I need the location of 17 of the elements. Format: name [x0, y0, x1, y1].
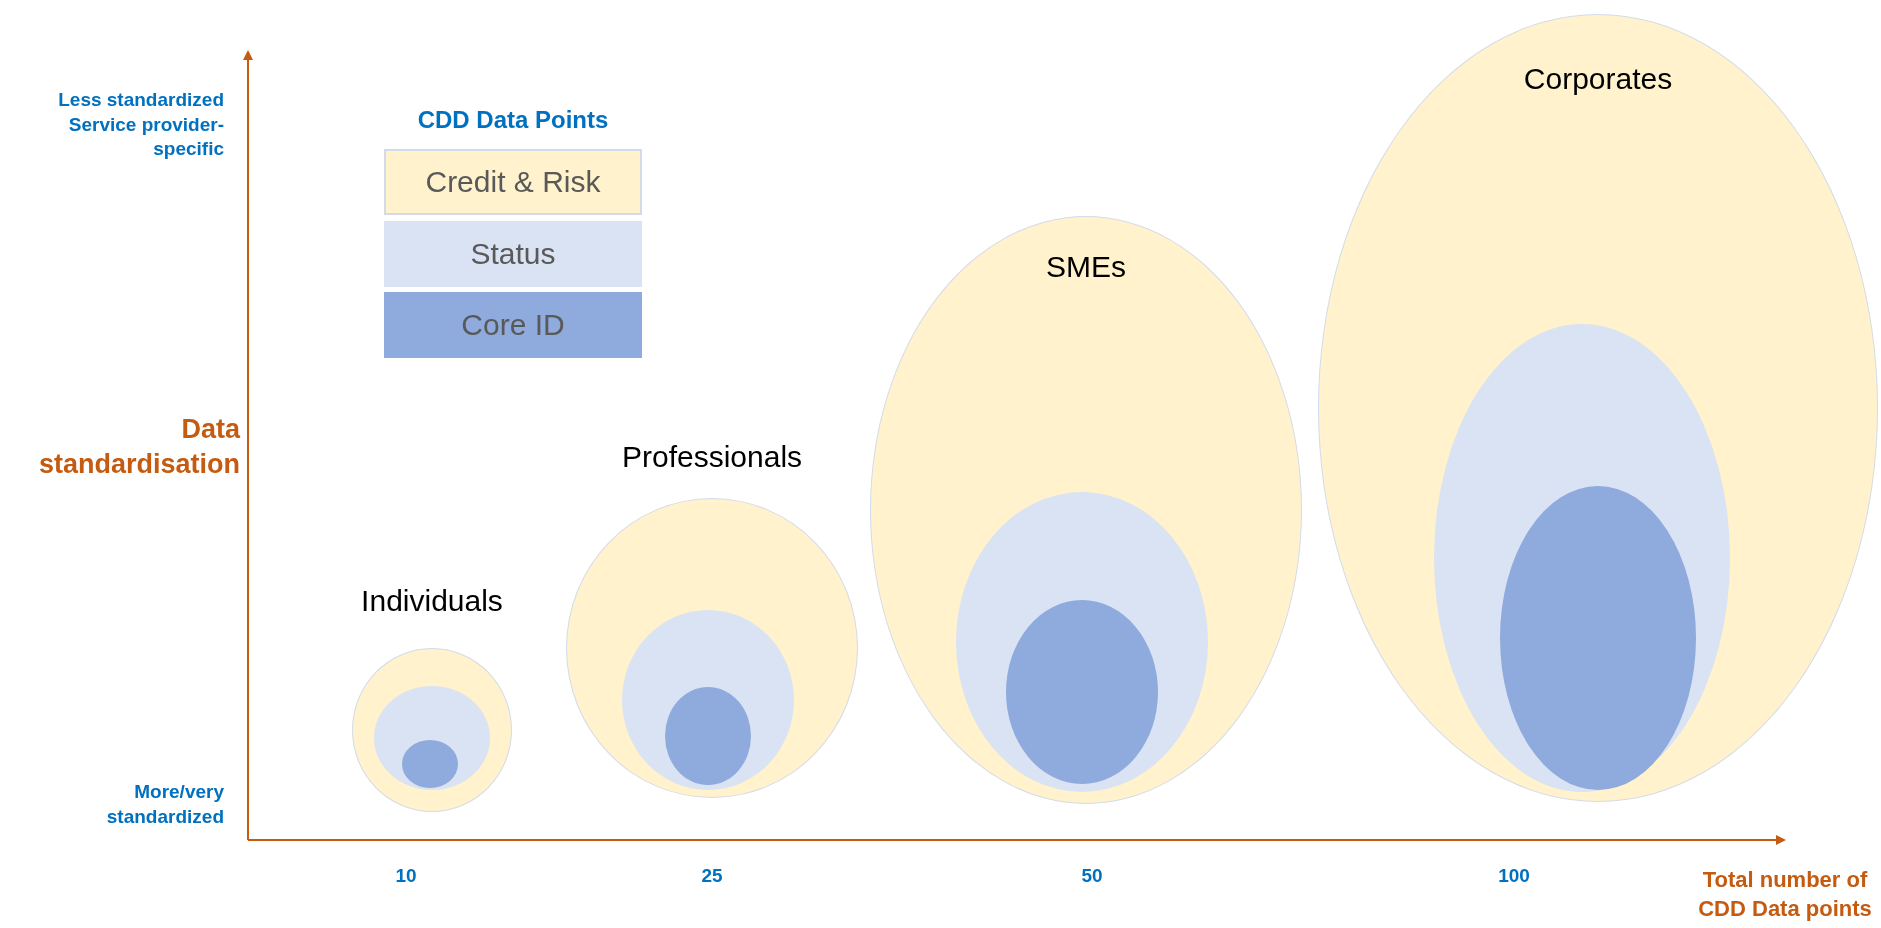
axis-title: Total number of CDD Data points: [1697, 866, 1873, 923]
tick-label: 100: [1497, 864, 1531, 888]
tick-label: 25: [700, 864, 724, 888]
segment-label: Individuals: [360, 584, 504, 618]
legend-title: CDD Data Points: [416, 105, 610, 135]
segment-label: Professionals: [620, 440, 804, 474]
tick-label: 50: [1080, 864, 1104, 888]
axis-title: Data standardisation: [37, 413, 240, 482]
core-ellipse: [401, 739, 458, 788]
axis-end-label: Less standardized Service provider-specific: [57, 88, 224, 162]
segment-label: Corporates: [1522, 62, 1674, 96]
legend-text: Core ID: [461, 308, 565, 342]
legend-text: Status: [470, 237, 556, 271]
legend-text: Credit & Risk: [425, 165, 601, 199]
segment-label: SMEs: [1045, 250, 1127, 284]
axis-end-label: More/very standardized: [105, 780, 224, 829]
tick-label: 10: [394, 864, 418, 888]
